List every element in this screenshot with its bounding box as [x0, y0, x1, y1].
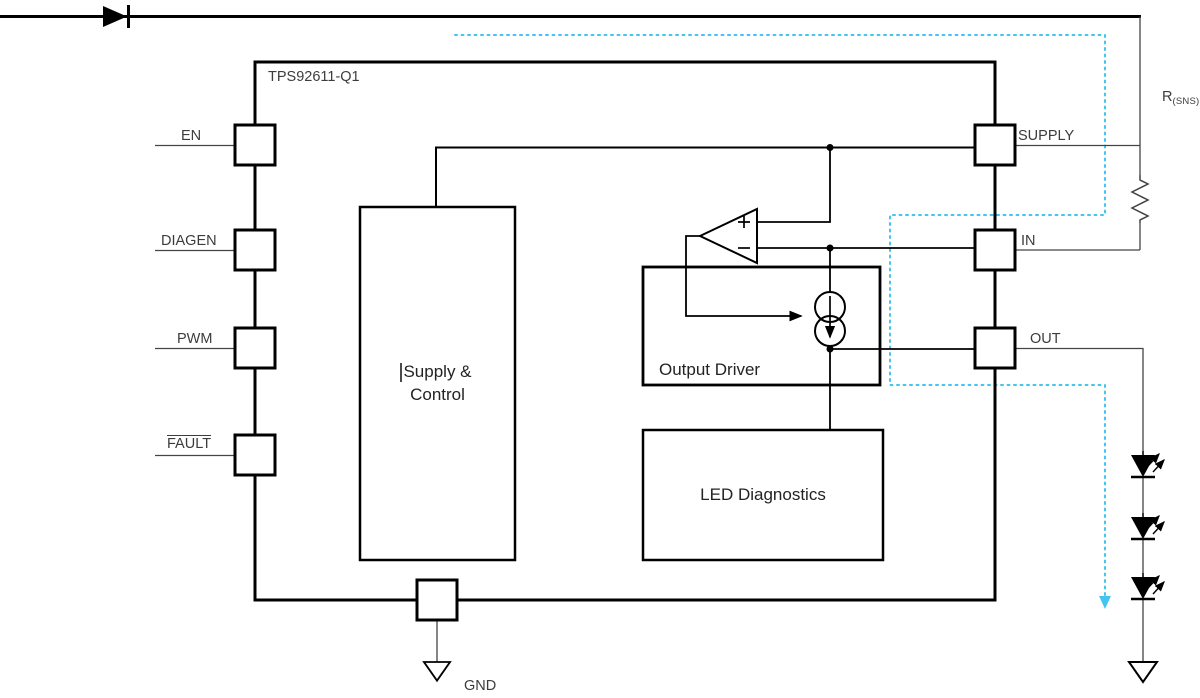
opamp-plus-sign	[738, 216, 750, 228]
opamp-output-wire	[685, 235, 803, 322]
pin-label-supply: SUPPLY	[1018, 128, 1075, 144]
led-icon	[1131, 573, 1164, 599]
pin-box-fault	[233, 433, 277, 477]
pin-box-out	[973, 326, 1017, 370]
pin-label-fault: FAULT	[167, 436, 212, 452]
ground-icon	[423, 661, 451, 682]
opamp-icon	[697, 207, 758, 265]
supply-control-block	[358, 205, 517, 562]
pin-box-pwm	[233, 326, 277, 370]
supply-control-label-line1: Supply &	[403, 361, 472, 381]
left-pin-stub-wires	[155, 144, 235, 457]
sense-resistor-icon	[1130, 175, 1150, 223]
led-icon	[1131, 451, 1164, 477]
pin-label-out: OUT	[1030, 331, 1061, 347]
supply-internal-wire	[435, 146, 975, 207]
pin-box-gnd	[415, 578, 459, 622]
reverse-protection-diode-icon	[103, 6, 127, 27]
pin-label-diagen: DIAGEN	[161, 233, 217, 249]
junction-dot	[826, 345, 834, 353]
opamp-plus-input-wire	[757, 147, 831, 223]
led-diagnostics-block	[641, 428, 885, 562]
output-driver-label: Output Driver	[659, 360, 761, 379]
supply-control-label: Supply & Control	[360, 207, 515, 560]
sense-resistor-label: R(SNS)	[1162, 89, 1200, 107]
led-icon	[1131, 513, 1164, 539]
pin-box-en	[233, 123, 277, 167]
current-path-dashed-line	[454, 34, 1106, 597]
pin-box-in	[973, 228, 1017, 272]
supply-feed-wire	[1015, 16, 1141, 251]
sense-resistor-subscript: (SNS)	[1172, 96, 1200, 107]
supply-control-label-line2: Control	[410, 384, 465, 404]
led-diagnostics-label: LED Diagnostics	[700, 485, 826, 504]
current-source-out-wire	[829, 346, 975, 430]
output-driver-block	[641, 265, 882, 387]
pin-label-en: EN	[181, 128, 202, 144]
ground-icon	[1128, 661, 1158, 683]
pin-label-gnd: GND	[464, 678, 497, 694]
out-led-string-wire	[1015, 347, 1144, 662]
current-path-arrowhead-icon	[1099, 596, 1111, 609]
pin-box-supply	[973, 123, 1017, 167]
pin-box-diagen	[233, 228, 277, 272]
junction-dot	[826, 144, 834, 151]
text-cursor-artifact	[400, 363, 402, 382]
junction-dot	[826, 244, 834, 252]
sense-resistor-name: R	[1162, 89, 1173, 105]
pin-label-in: IN	[1021, 233, 1036, 249]
chip-title: TPS92611-Q1	[268, 69, 360, 85]
pin-label-pwm: PWM	[177, 331, 213, 347]
